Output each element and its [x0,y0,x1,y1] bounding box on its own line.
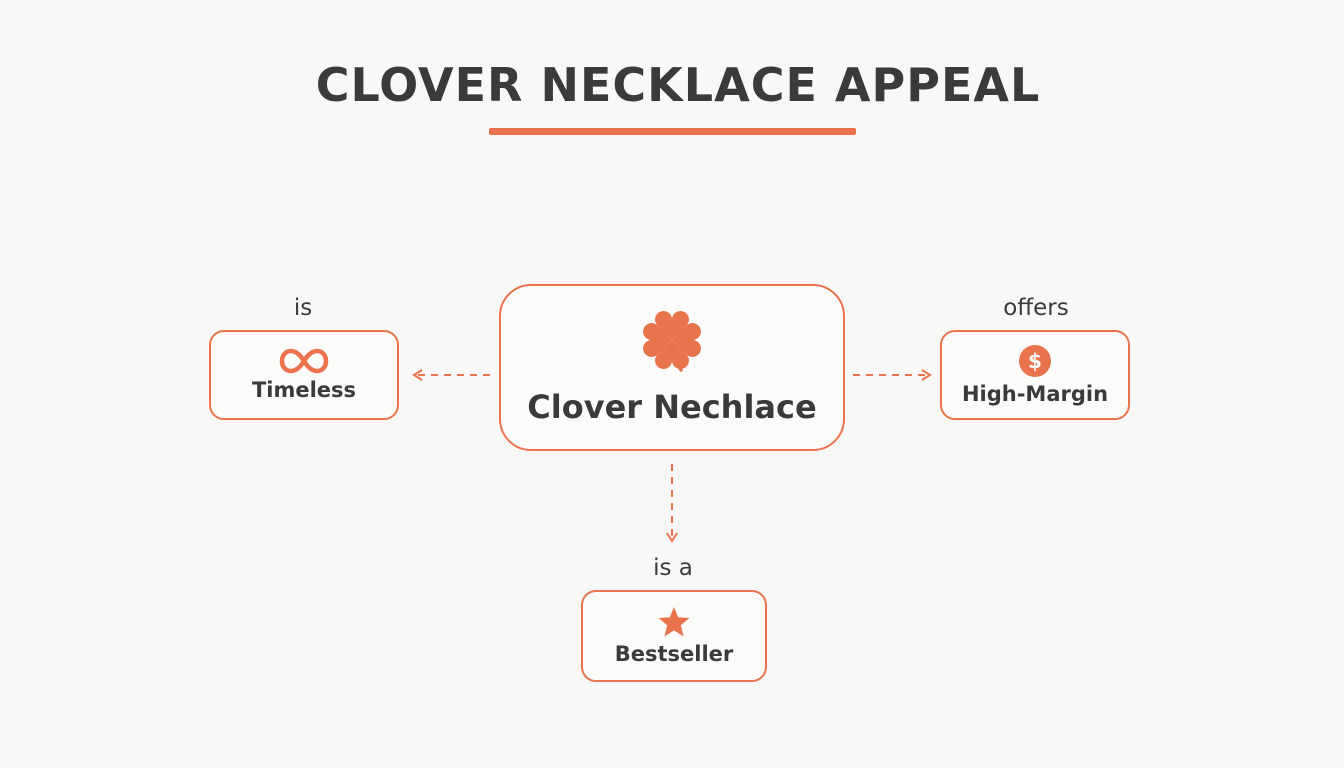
star-icon [657,606,691,638]
dollar-coin-icon: $ [1018,344,1052,378]
center-label: Clover Nechlace [527,387,817,426]
node-label: High-Margin [961,382,1109,406]
edge-label-is: is [293,295,313,321]
edge-label-offers: offers [1003,295,1069,321]
node-high-margin: $ High-Margin [940,330,1130,420]
edge-label-is-a: is a [653,555,693,581]
four-leaf-clover-icon [640,310,704,374]
svg-text:$: $ [1028,349,1042,373]
node-label: Timeless [251,378,357,402]
node-timeless: Timeless [209,330,399,420]
node-label: Bestseller [614,642,734,666]
infinity-icon [279,348,329,374]
title-underline [489,128,856,135]
node-clover-necklace: Clover Nechlace [499,284,845,451]
diagram-title: CLOVER NECKLACE APPEAL [315,58,1041,112]
node-bestseller: Bestseller [581,590,767,682]
